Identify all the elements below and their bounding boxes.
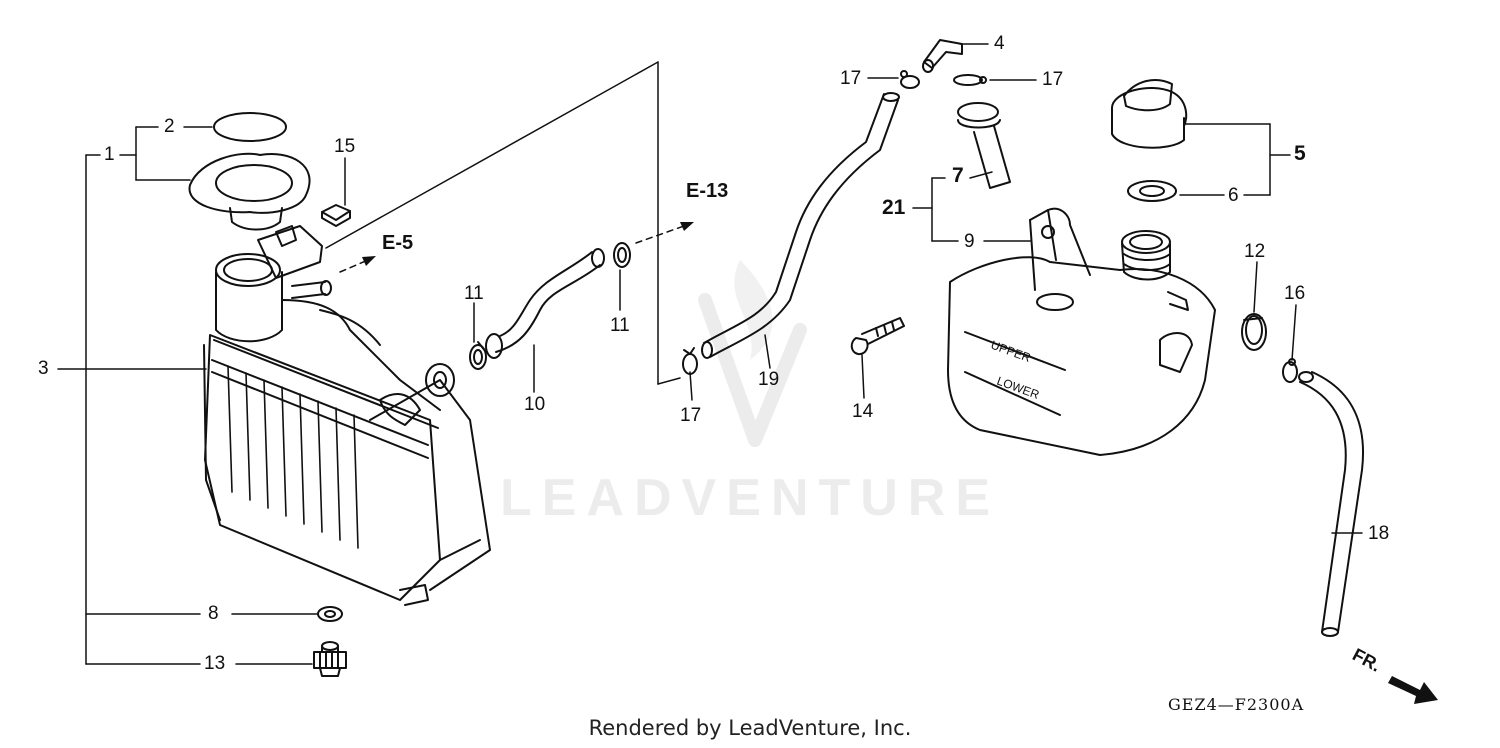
hose-10 bbox=[477, 248, 605, 359]
callout-3: 3 bbox=[38, 358, 49, 379]
bolt-14 bbox=[850, 317, 905, 356]
o-ring-11-right bbox=[613, 242, 631, 268]
clip-15 bbox=[321, 204, 351, 227]
callout-12: 12 bbox=[1244, 241, 1266, 262]
ref-e5[interactable]: E-5 bbox=[382, 232, 414, 254]
footer-credit: Rendered by LeadVenture, Inc. bbox=[588, 716, 912, 740]
front-arrow bbox=[1388, 676, 1438, 704]
leader-lines bbox=[57, 43, 1363, 665]
hose-18 bbox=[1298, 371, 1364, 637]
watermark-logo bbox=[698, 260, 807, 447]
callout-18: 18 bbox=[1368, 523, 1390, 544]
clamp-17-upper-right bbox=[953, 74, 987, 86]
tank-lower-marking: LOWER bbox=[995, 374, 1041, 402]
callout-21: 21 bbox=[882, 196, 906, 219]
callout-11-right: 11 bbox=[610, 315, 630, 336]
hose-19 bbox=[701, 92, 900, 359]
callout-4: 4 bbox=[994, 33, 1005, 54]
callout-17-upper-right: 17 bbox=[1042, 69, 1064, 90]
elbow-4 bbox=[922, 39, 963, 73]
callout-13: 13 bbox=[204, 653, 226, 674]
callout-7: 7 bbox=[952, 164, 964, 187]
callout-2: 2 bbox=[164, 116, 175, 137]
callout-8: 8 bbox=[208, 603, 219, 624]
seal-6 bbox=[1127, 180, 1177, 202]
callout-15: 15 bbox=[334, 136, 356, 157]
o-ring-11-left bbox=[469, 344, 487, 370]
callout-17-upper-left: 17 bbox=[840, 68, 862, 89]
diagram-code: GEZ4—F2300A bbox=[1168, 695, 1305, 714]
clamp-16 bbox=[1282, 358, 1298, 383]
filler-pipe-7 bbox=[957, 102, 1011, 189]
grommet-12 bbox=[1241, 313, 1267, 351]
callout-9: 9 bbox=[964, 231, 975, 252]
callout-6: 6 bbox=[1228, 185, 1239, 206]
ref-e13[interactable]: E-13 bbox=[686, 180, 729, 202]
tank-cap-5 bbox=[1111, 79, 1188, 149]
radiator-cap bbox=[188, 112, 311, 231]
callout-11-left: 11 bbox=[464, 283, 484, 304]
callout-1: 1 bbox=[104, 144, 115, 165]
reserve-tank-9: UPPER LOWER bbox=[947, 207, 1216, 456]
clamp-17-upper-left bbox=[900, 70, 920, 89]
flow-arrows bbox=[339, 225, 685, 273]
arrow-heads bbox=[362, 222, 694, 266]
clamp-17-lower bbox=[682, 347, 698, 375]
callout-14: 14 bbox=[852, 401, 874, 422]
callout-19: 19 bbox=[758, 369, 780, 390]
callout-17-lower: 17 bbox=[680, 405, 702, 426]
callout-16: 16 bbox=[1284, 283, 1306, 304]
washer-8 bbox=[317, 606, 343, 622]
watermark-text: LEADVENTURE bbox=[499, 469, 1001, 527]
drain-bolt-13 bbox=[313, 641, 347, 677]
tank-upper-marking: UPPER bbox=[989, 338, 1033, 365]
callout-5: 5 bbox=[1294, 142, 1306, 165]
radiator bbox=[203, 225, 491, 606]
callout-10: 10 bbox=[524, 394, 546, 415]
